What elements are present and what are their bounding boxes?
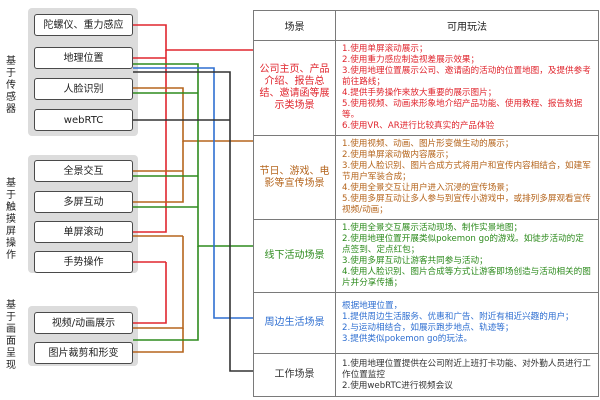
play-item: 2.使用单屏滚动做内容展示； (342, 150, 454, 160)
scene-cell: 周边生活场景 (253, 292, 336, 354)
feature-face: 人脸识别 (34, 78, 133, 100)
feature-crop: 图片裁剪和形变 (34, 342, 133, 364)
feature-gyro: 陀螺仪、重力感应 (34, 14, 133, 36)
play-item: 5.使用多屏互动让多人参与到宣传小游戏中，或排列多屏观看宣传视频/动画； (342, 194, 591, 215)
play-item: 1.提供周边生活服务、优惠和广告、附近有相近兴趣的用户； (342, 312, 574, 322)
play-item: 根据地理位置， (342, 301, 403, 311)
play-cell: 1.使用单屏滚动展示； 2.使用重力感应制造视差展示效果； 3.使用地理位置展示… (335, 40, 599, 136)
feature-webrtc: webRTC (34, 109, 133, 131)
table-row: 工作场景 1.使用地理位置提供在公司附近上班打卡功能、对外勤人员进行工作位置监控… (253, 353, 599, 397)
feature-panorama: 全景交互 (34, 160, 133, 182)
play-item: 3.提供类似pokemon go的玩法。 (342, 334, 473, 344)
table-row: 线下活动场景 1.使用全景交互展示活动现场、制作实景地图； 2.使用地理位置开展… (253, 219, 599, 293)
category-touch: 基于触摸屏操作 (6, 178, 16, 261)
table-row: 公司主页、产品介绍、报告总结、邀请函等展示类场景 1.使用单屏滚动展示； 2.使… (253, 40, 599, 136)
scene-cell: 节日、游戏、电影等宣传场景 (253, 135, 336, 220)
feature-gesture: 手势操作 (34, 251, 133, 273)
scene-cell: 线下活动场景 (253, 219, 336, 293)
scene-cell: 工作场景 (253, 353, 336, 397)
play-item: 4.使用全景交互让用户进入沉浸的宣传场景； (342, 183, 514, 193)
feature-singlescroll: 单屏滚动 (34, 221, 133, 243)
category-display: 基于画面呈现 (6, 300, 16, 371)
play-item: 2.使用地理位置开展类似pokemon go的游戏。如徒步活动的定点签到、定点红… (342, 234, 584, 255)
play-cell: 根据地理位置， 1.提供周边生活服务、优惠和广告、附近有相近兴趣的用户； 2.与… (335, 292, 599, 354)
play-item: 2.使用重力感应制造视差展示效果； (342, 55, 480, 65)
play-item: 5.使用视频、动画来形象地介绍产品功能、使用教程、报告数据等。 (342, 99, 583, 120)
play-cell: 1.使用地理位置提供在公司附近上班打卡功能、对外勤人员进行工作位置监控 2.使用… (335, 353, 599, 397)
play-item: 1.使用全景交互展示活动现场、制作实景地图； (342, 223, 523, 233)
scenes-table: 场景 可用玩法 公司主页、产品介绍、报告总结、邀请函等展示类场景 1.使用单屏滚… (253, 10, 599, 397)
play-item: 6.使用VR、AR进行比较真实的产品体验 (342, 121, 495, 131)
table-header-row: 场景 可用玩法 (253, 10, 599, 41)
feature-geo: 地理位置 (34, 47, 133, 69)
play-item: 4.使用人脸识别、图片合成等方式让游客即场创造与活动相关的图片并分享传播； (342, 267, 591, 288)
scene-cell: 公司主页、产品介绍、报告总结、邀请函等展示类场景 (253, 40, 336, 136)
play-cell: 1.使用视频、动画、图片形变做生动的展示； 2.使用单屏滚动做内容展示； 3.使… (335, 135, 599, 220)
play-item: 1.使用单屏滚动展示； (342, 44, 428, 54)
table-row: 节日、游戏、电影等宣传场景 1.使用视频、动画、图片形变做生动的展示； 2.使用… (253, 135, 599, 220)
play-item: 3.使用人脸识别、图片合成方式将用户和宣传内容相结合，如建军节用户军装合成； (342, 161, 591, 182)
header-scene: 场景 (253, 10, 336, 41)
feature-multiscreen: 多屏互动 (34, 191, 133, 213)
play-item: 2.与运动相结合，如展示跑步地点、轨迹等； (342, 323, 514, 333)
play-cell: 1.使用全景交互展示活动现场、制作实景地图； 2.使用地理位置开展类似pokem… (335, 219, 599, 293)
category-sensor: 基于传感器 (6, 56, 16, 115)
play-item: 2.使用webRTC进行视频会议 (342, 380, 453, 391)
play-item: 1.使用地理位置提供在公司附近上班打卡功能、对外勤人员进行工作位置监控 (342, 358, 591, 380)
header-play: 可用玩法 (335, 10, 599, 41)
table-row: 周边生活场景 根据地理位置， 1.提供周边生活服务、优惠和广告、附近有相近兴趣的… (253, 292, 599, 354)
play-item: 1.使用视频、动画、图片形变做生动的展示； (342, 139, 514, 149)
play-item: 3.使用地理位置展示公司、邀请函的活动的位置地图，及提供参考前往路线； (342, 66, 591, 87)
play-item: 3.使用多屏互动让游客共同参与活动； (342, 256, 488, 266)
play-item: 4.提供手势操作来放大重要的展示图片； (342, 88, 497, 98)
feature-video: 视频/动画展示 (34, 312, 133, 334)
